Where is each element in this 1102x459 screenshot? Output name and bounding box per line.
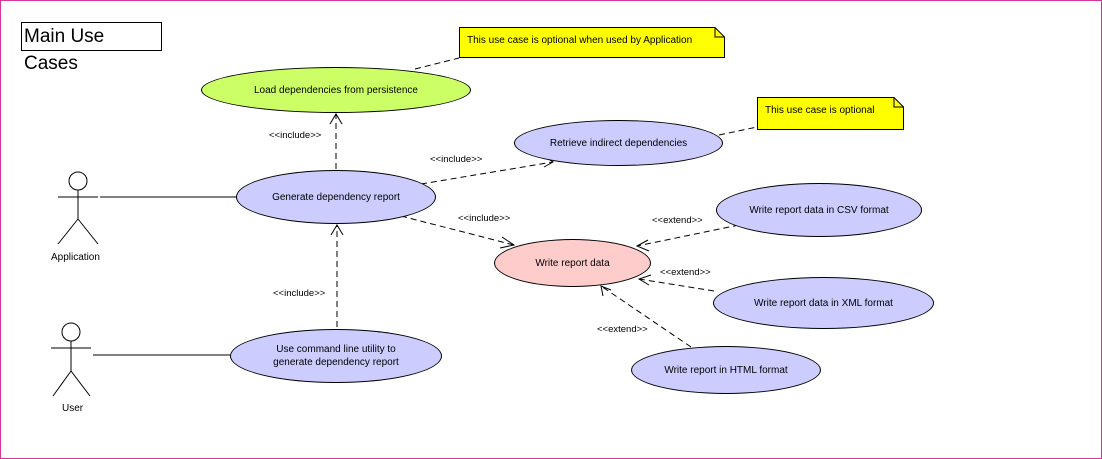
label-extend-xml: <<extend>> (660, 267, 711, 278)
include-retrieve-edge (420, 161, 554, 185)
label-include-cmdline: <<include>> (273, 288, 326, 299)
note-application-optional: This use case is optional when used by A… (459, 27, 725, 58)
extend-csv-edge (636, 224, 740, 247)
usecase-command-line-label: Use command line utility to generate dep… (273, 344, 399, 368)
diagram-title: Main Use Cases (21, 22, 162, 74)
note-application-optional-text: This use case is optional when used by A… (467, 35, 693, 46)
usecase-write-csv[interactable]: Write report data in CSV format (716, 183, 922, 237)
application-actor-figure (57, 171, 99, 245)
usecase-generate-report-label: Generate dependency report (272, 191, 400, 203)
note-shape (757, 97, 904, 130)
label-extend-csv: <<extend>> (652, 215, 703, 226)
label-include-load: <<include>> (269, 130, 322, 141)
usecase-load-dependencies[interactable]: Load dependencies from persistence (201, 67, 471, 113)
usecase-write-report-data[interactable]: Write report data (494, 239, 651, 287)
note-optional-text: This use case is optional (765, 105, 875, 116)
note-shape (459, 27, 725, 58)
usecase-generate-report[interactable]: Generate dependency report (236, 170, 436, 224)
usecase-load-dependencies-label: Load dependencies from persistence (254, 84, 418, 96)
usecase-write-report-data-label: Write report data (535, 257, 610, 269)
actor-user-label: User (62, 403, 84, 414)
extend-xml-edge (638, 278, 715, 292)
note-anchor-retrieve (718, 126, 758, 136)
usecase-retrieve-indirect-label: Retrieve indirect dependencies (549, 137, 688, 149)
extend-html-edge (600, 285, 692, 348)
usecase-retrieve-indirect[interactable]: Retrieve indirect dependencies (514, 120, 723, 166)
note-optional: This use case is optional (757, 97, 904, 130)
note-anchor-load (414, 57, 460, 70)
usecase-command-line[interactable]: Use command line utility to generate dep… (230, 329, 442, 383)
label-include-retrieve: <<include>> (430, 154, 483, 165)
actor-application-label: Application (51, 252, 100, 263)
usecase-write-html-label: Write report in HTML format (664, 364, 788, 376)
usecase-write-xml-label: Write report data in XML format (754, 297, 893, 309)
label-include-write: <<include>> (458, 213, 511, 224)
usecase-write-xml[interactable]: Write report data in XML format (713, 277, 934, 329)
label-extend-html: <<extend>> (597, 324, 648, 335)
usecase-write-html[interactable]: Write report in HTML format (631, 346, 821, 394)
user-actor-figure (51, 322, 91, 397)
usecase-write-csv-label: Write report data in CSV format (749, 204, 889, 216)
